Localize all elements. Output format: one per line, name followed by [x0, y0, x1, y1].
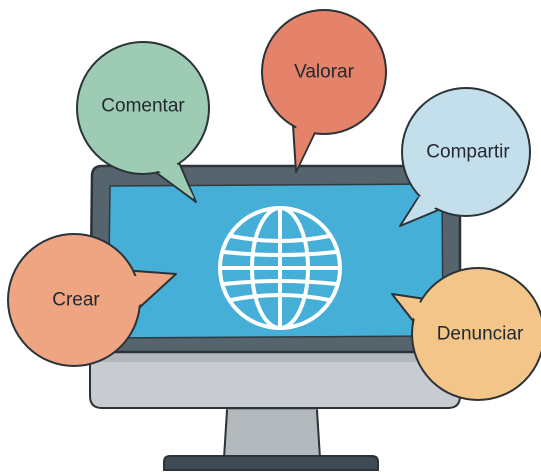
monitor-chin [89, 349, 461, 409]
monitor-base [163, 455, 379, 471]
bubble-valorar [261, 9, 387, 173]
bubble-label-compartir: Compartir [426, 141, 510, 163]
bubble-label-crear: Crear [52, 289, 100, 311]
bubble-compartir [399, 87, 531, 227]
bubble-crear [7, 233, 177, 367]
bubble-label-comentar: Comentar [101, 95, 185, 117]
bubble-label-denunciar: Denunciar [436, 323, 524, 345]
bubble-label-valorar: Valorar [294, 61, 354, 83]
globe-icon [218, 206, 342, 330]
bubble-denunciar [391, 267, 541, 401]
bubble-comentar [76, 41, 210, 203]
